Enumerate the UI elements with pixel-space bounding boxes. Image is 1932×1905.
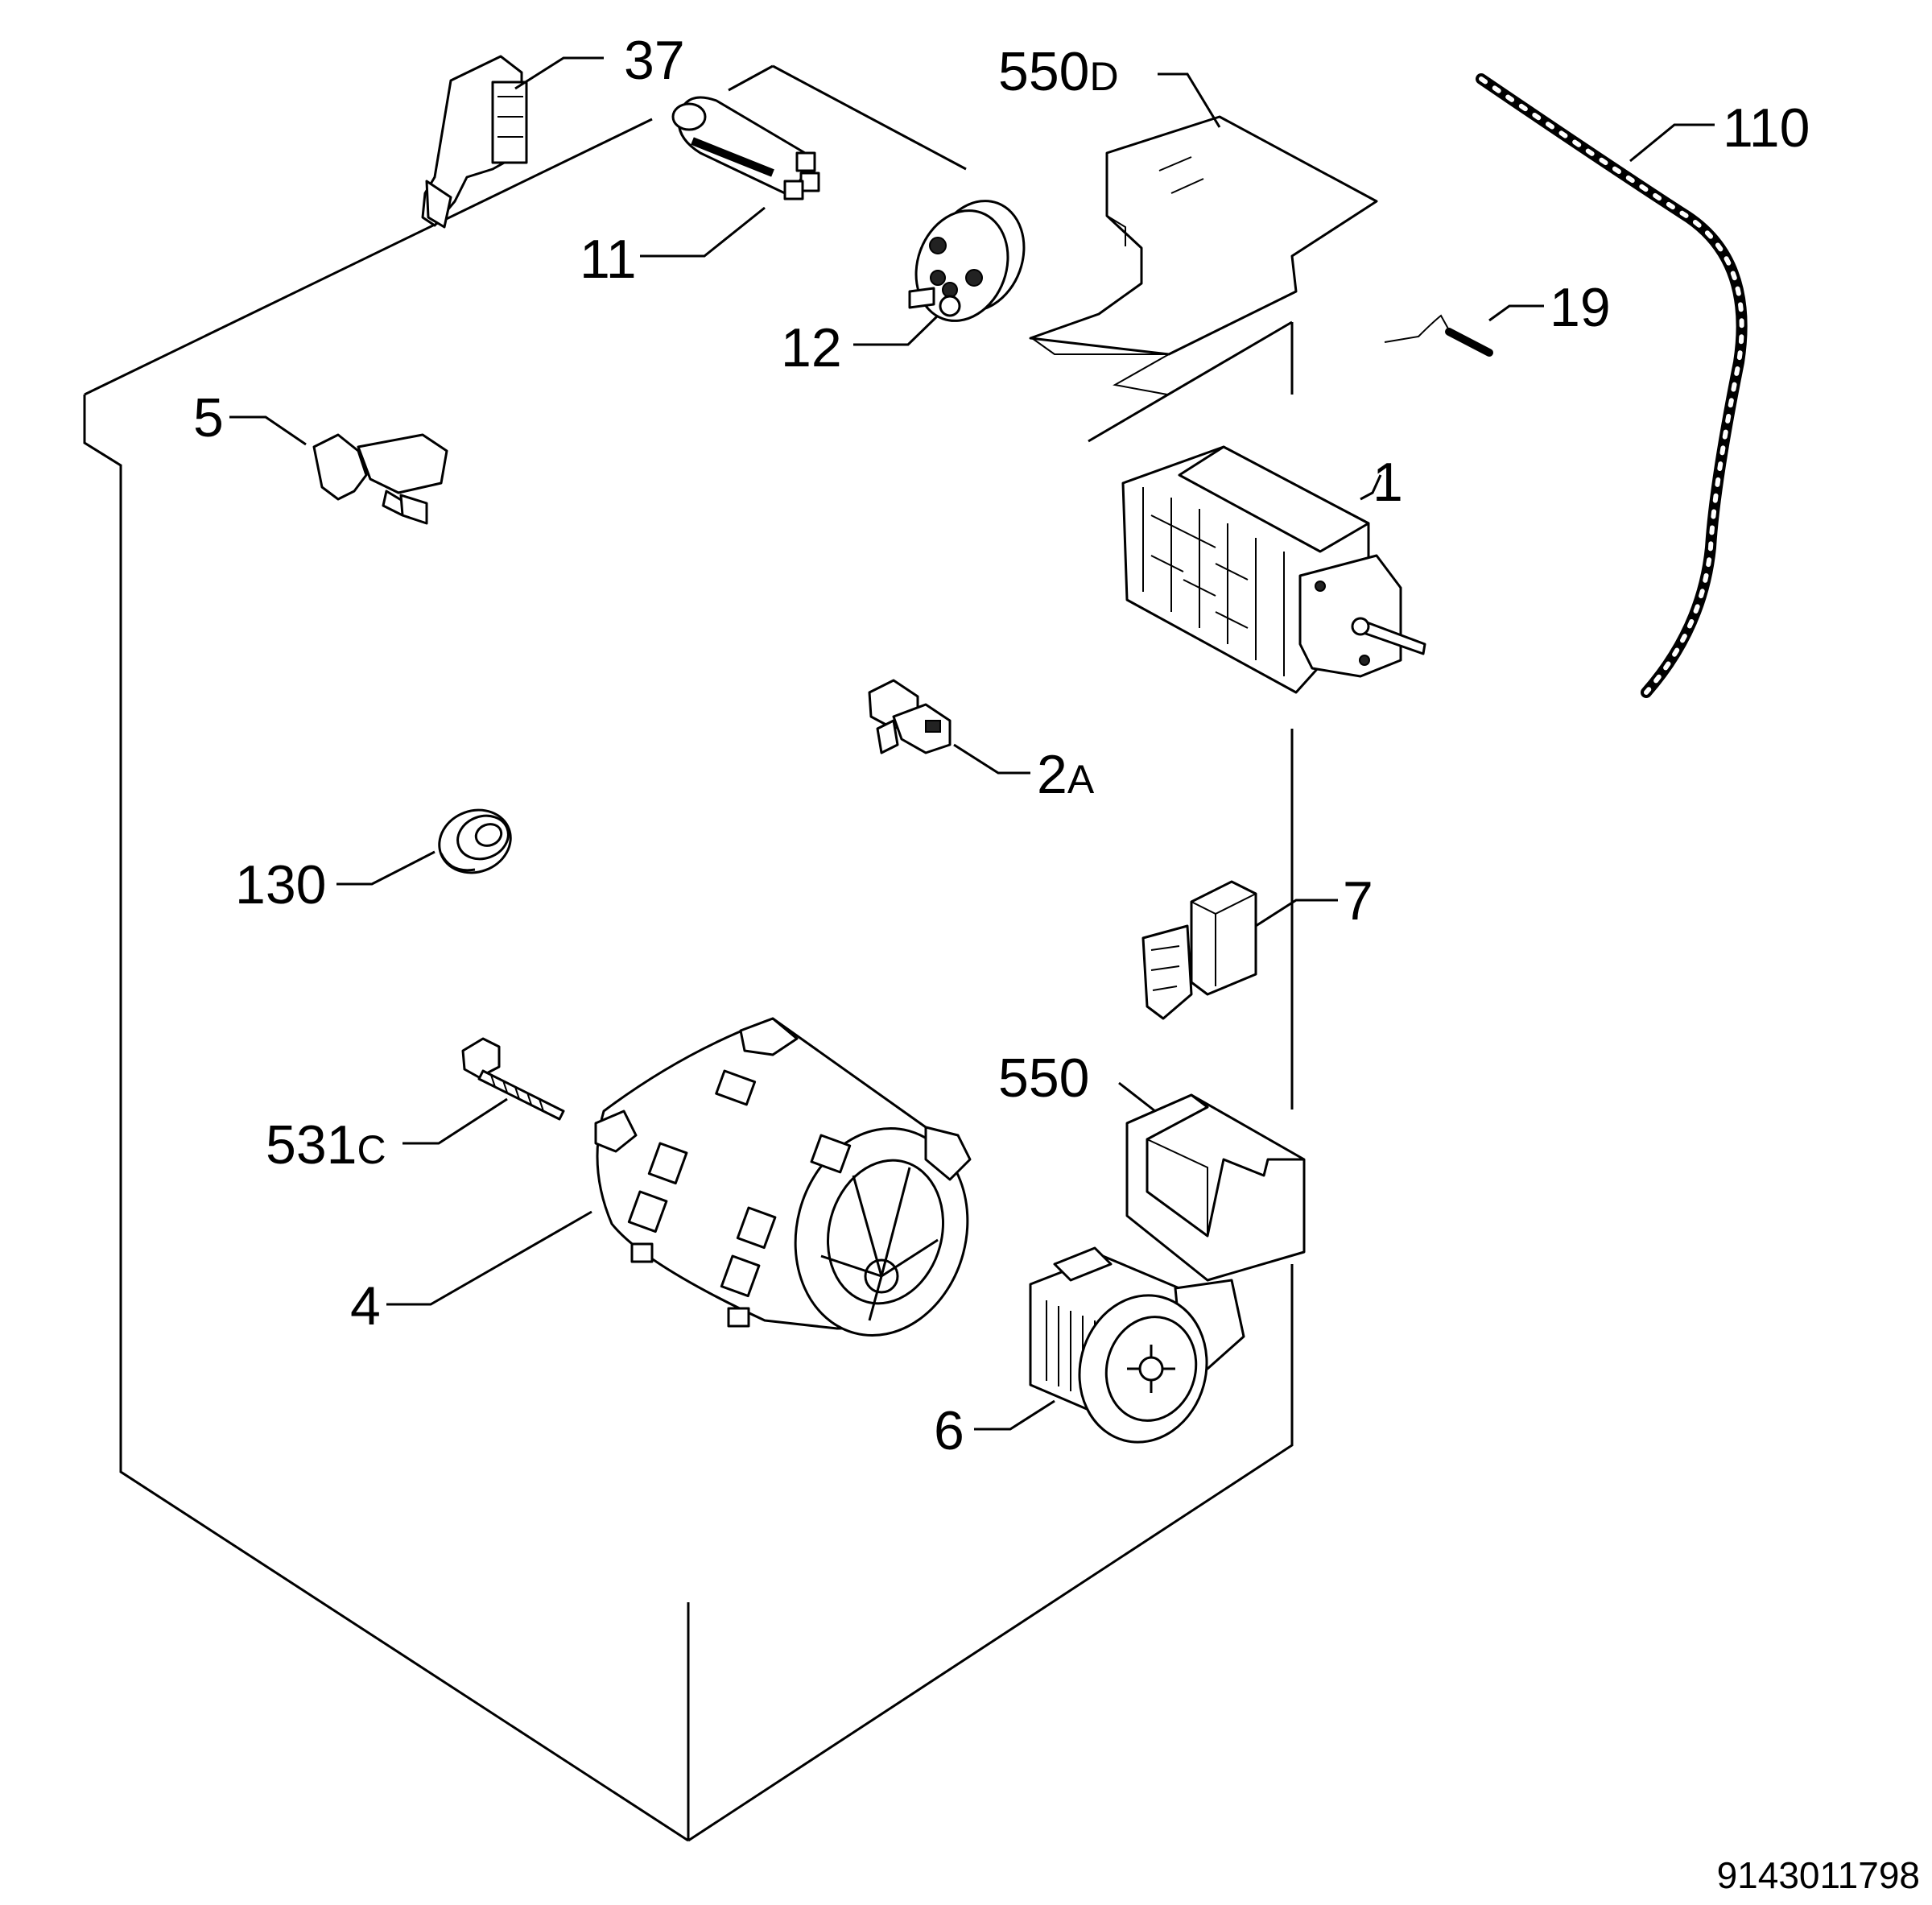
part-130-grommet (438, 808, 512, 874)
cabinet-outline (83, 64, 1294, 1842)
part-37-bracket (421, 55, 528, 229)
leader-lines (229, 56, 1715, 1431)
label-part-550d: 550D (998, 41, 1119, 102)
label-part-11: 11 (580, 229, 637, 290)
label-part-2a: 2A (1037, 744, 1095, 805)
part-550d-cover-plate (1029, 115, 1378, 395)
label-part-19: 19 (1550, 277, 1611, 338)
part-6-drain-pump (1029, 1246, 1245, 1444)
label-part-5: 5 (193, 387, 224, 448)
part-19-sensor (1384, 314, 1493, 357)
label-part-550: 550 (998, 1048, 1089, 1109)
part-11-capacitor (671, 96, 820, 200)
part-12-pressure-switch (908, 200, 1026, 322)
part-5-inlet-valve (312, 433, 448, 525)
label-part-12: 12 (781, 317, 842, 378)
part-4-motor (594, 1017, 972, 1337)
part-7-door-interlock (1141, 880, 1257, 1020)
label-part-1: 1 (1373, 452, 1403, 513)
label-part-37: 37 (624, 30, 685, 91)
label-part-4: 4 (350, 1275, 381, 1337)
label-part-7: 7 (1343, 870, 1373, 932)
label-part-531c: 531C (266, 1114, 386, 1176)
callout-labels: 37 550D 110 11 19 12 5 1 2A 130 7 550 53… (193, 30, 1810, 1461)
part-531c-screw (461, 1037, 565, 1121)
part-2a-connector (868, 679, 952, 754)
part-110-cable (1476, 73, 1748, 698)
part-550-pump-cover (1125, 1093, 1306, 1282)
part-1-programme-timer (1121, 445, 1426, 694)
document-number: 9143011798 (1717, 1854, 1920, 1896)
label-part-110: 110 (1723, 97, 1810, 159)
label-part-6: 6 (934, 1400, 964, 1461)
label-part-130: 130 (235, 854, 326, 915)
